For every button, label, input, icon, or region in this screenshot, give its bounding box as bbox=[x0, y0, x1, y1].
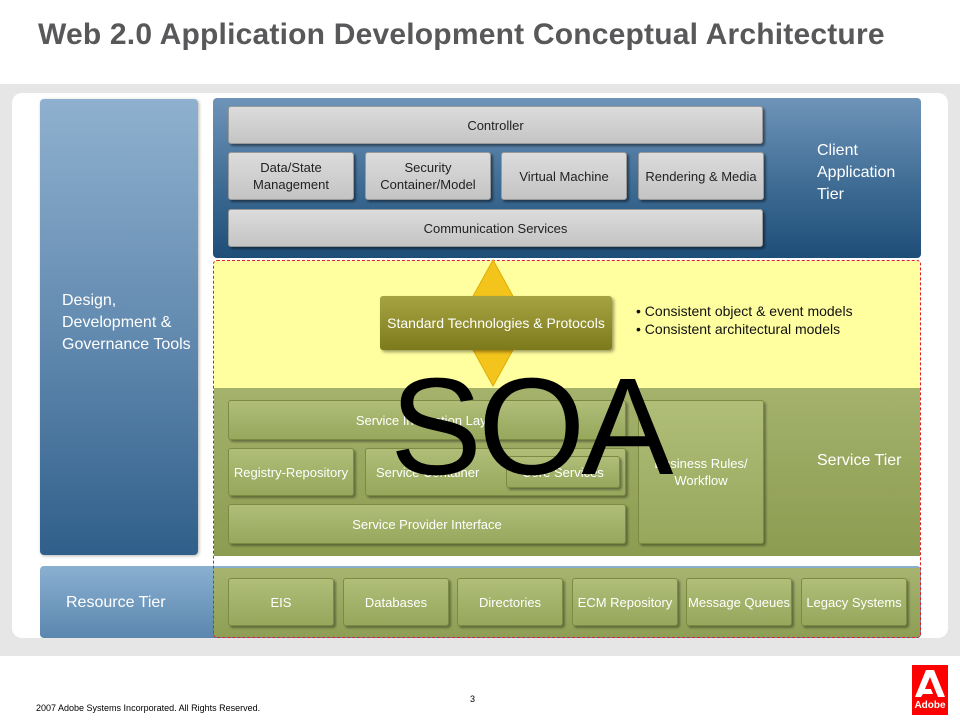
adobe-logo: Adobe bbox=[912, 665, 948, 715]
resource-item-directories: Directories bbox=[457, 578, 563, 626]
resource-item-ecm-repository: ECM Repository bbox=[572, 578, 678, 626]
resource-item-databases: Databases bbox=[343, 578, 449, 626]
design-tools-label: Design, Development & Governance Tools bbox=[62, 292, 191, 353]
controller-box: Controller bbox=[228, 106, 763, 144]
adobe-logo-text: Adobe bbox=[914, 700, 946, 711]
soa-overlay-text: SOA bbox=[390, 350, 673, 504]
registry-repository-box: Registry-Repository bbox=[228, 448, 354, 496]
resource-item-legacy-systems: Legacy Systems bbox=[801, 578, 907, 626]
core-services-box: Core Services bbox=[506, 456, 620, 488]
standard-technologies-box: Standard Technologies & Protocols bbox=[380, 296, 612, 350]
resource-tier-label: Resource Tier bbox=[66, 594, 166, 611]
bullet-item: • Consistent object & event models bbox=[636, 303, 853, 319]
business-rules-workflow-box: Business Rules/ Workflow bbox=[638, 400, 764, 544]
page-number: 3 bbox=[470, 694, 476, 704]
rendering-media-box: Rendering & Media bbox=[638, 152, 764, 200]
communication-services-box: Communication Services bbox=[228, 209, 763, 247]
virtual-machine-box: Virtual Machine bbox=[501, 152, 627, 200]
data-state-management-box: Data/State Management bbox=[228, 152, 354, 200]
service-tier-label: Service Tier bbox=[817, 452, 902, 469]
adobe-a-icon bbox=[915, 670, 945, 697]
service-invocation-layer-box: Service Invocation Layer bbox=[228, 400, 626, 440]
service-provider-interface-box: Service Provider Interface bbox=[228, 504, 626, 544]
design-tools-column bbox=[40, 99, 198, 555]
client-tier-label: Client Application Tier bbox=[817, 142, 896, 203]
standards-bullets: • Consistent object & event models • Con… bbox=[636, 302, 853, 338]
security-container-box: Security Container/Model bbox=[365, 152, 491, 200]
soa-boundary bbox=[213, 260, 921, 638]
bullet-item: • Consistent architectural models bbox=[636, 321, 841, 337]
page-title: Web 2.0 Application Development Conceptu… bbox=[38, 18, 885, 51]
resource-item-message-queues: Message Queues bbox=[686, 578, 792, 626]
service-container-label: Service Container bbox=[376, 464, 480, 480]
resource-item-eis: EIS bbox=[228, 578, 334, 626]
copyright-footer: 2007 Adobe Systems Incorporated. All Rig… bbox=[36, 703, 261, 713]
